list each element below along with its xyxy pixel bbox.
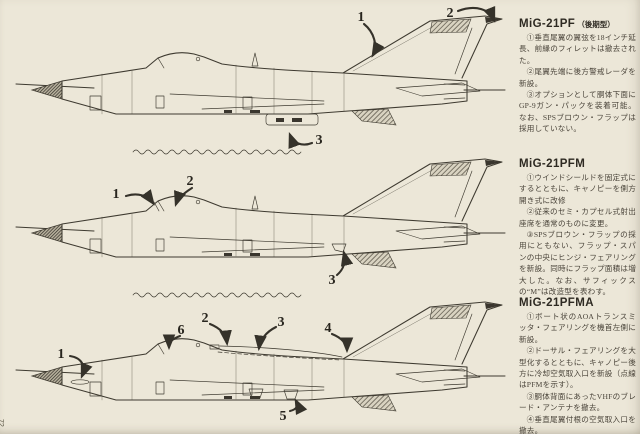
note-paragraph: ①垂直尾翼の翼弦を18インチ延長、前縁のフィレットは撤去された。: [519, 33, 636, 65]
callout-2: 2: [174, 174, 194, 207]
mig-21pfm-drawing: 1 2 3: [15, 158, 506, 288]
variant-title: MiG-21PFM: [519, 158, 586, 170]
svg-text:3: 3: [329, 273, 336, 288]
gun-pack-port-1: [276, 118, 284, 122]
note-paragraph: ②従来のセミ・カプセル式射出座席を通常のものに変更。: [519, 207, 636, 228]
note-paragraph: ③オプションとして胴体下面にGP-9ガン・パックを装着可能。なお、SPSブロウン…: [519, 90, 636, 134]
variant-title: MiG-21PF（後期型）: [519, 18, 615, 30]
callout-1: 1: [113, 187, 155, 206]
note-paragraph: ①ボート状のAOAトランスミッタ・フェアリングを機首左側に新設。: [519, 312, 636, 344]
gp9-gun-pack: [265, 113, 319, 126]
callout-5: 5: [280, 398, 308, 424]
callout-1: 1: [358, 10, 385, 58]
wavy-separator-1: [132, 149, 302, 155]
enlarged-dorsal-fairing: [219, 345, 343, 358]
note-mig-21pfma: MiG-21PFMA ①ボート状のAOAトランスミッタ・フェアリングを機首左側に…: [519, 297, 636, 434]
page-number: 72: [0, 419, 4, 427]
callout-3: 3: [288, 132, 323, 150]
note-paragraph: ③SPSブロウン・フラップの採用にともない、フラップ・スパンの中央にヒンジ・フェ…: [519, 230, 636, 297]
svg-text:1: 1: [58, 347, 65, 362]
callout-2: 2: [202, 311, 232, 347]
blade-antenna: [251, 52, 259, 67]
callout-3: 3: [254, 315, 285, 352]
svg-text:6: 6: [178, 323, 185, 338]
callout-3: 3: [329, 249, 354, 288]
callout-2: 2: [447, 5, 496, 23]
callout-6: 6: [162, 323, 185, 351]
cooling-air-intake: [209, 344, 220, 350]
callout-4: 4: [325, 321, 354, 354]
svg-text:3: 3: [278, 315, 285, 330]
svg-text:1: 1: [358, 10, 365, 25]
mig-21pf-drawing: 1 2 3: [15, 5, 506, 150]
mig-21pfma-drawing: 1 6 2 3 4 5: [15, 301, 506, 424]
underwing-pylon-1: [248, 388, 264, 399]
note-paragraph: ②尾翼先端に後方警戒レーダを新設。: [519, 67, 636, 88]
aoa-transmitter-fairing: [70, 379, 90, 385]
svg-text:4: 4: [325, 321, 332, 336]
svg-text:3: 3: [316, 133, 323, 148]
note-mig-21pfm: MiG-21PFM ①ウインドシールドを固定式にするとともに、キャノピーを側方開…: [519, 158, 636, 297]
svg-text:1: 1: [113, 187, 120, 202]
note-paragraph: ④垂直尾翼付根の空気取入口を撤去。: [519, 414, 636, 434]
variant-title: MiG-21PFMA: [519, 297, 594, 309]
svg-text:5: 5: [280, 409, 287, 424]
note-paragraph: ③胴体背面にあったVHFのブレード・アンテナを撤去。: [519, 391, 636, 413]
svg-text:2: 2: [202, 311, 209, 326]
pfm-contour-dashed-line: [217, 351, 341, 361]
note-mig-21pf: MiG-21PF（後期型） ①垂直尾翼の翼弦を18インチ延長、前縁のフィレットは…: [519, 18, 636, 135]
wavy-separator-2: [132, 292, 302, 298]
note-paragraph: ①ウインドシールドを固定式にするとともに、キャノピーを側方開き式に改修: [519, 173, 636, 205]
gun-pack-port-2: [292, 118, 302, 122]
svg-text:2: 2: [447, 6, 454, 21]
callout-1: 1: [58, 347, 93, 379]
note-paragraph: ②ドーサル・フェアリングを大型化するとともに、キャノピー後方に冷却空気取入口を新…: [519, 346, 636, 390]
blade-antenna: [251, 195, 259, 210]
svg-text:2: 2: [187, 174, 194, 189]
fixed-windshield-divider: [153, 201, 160, 212]
